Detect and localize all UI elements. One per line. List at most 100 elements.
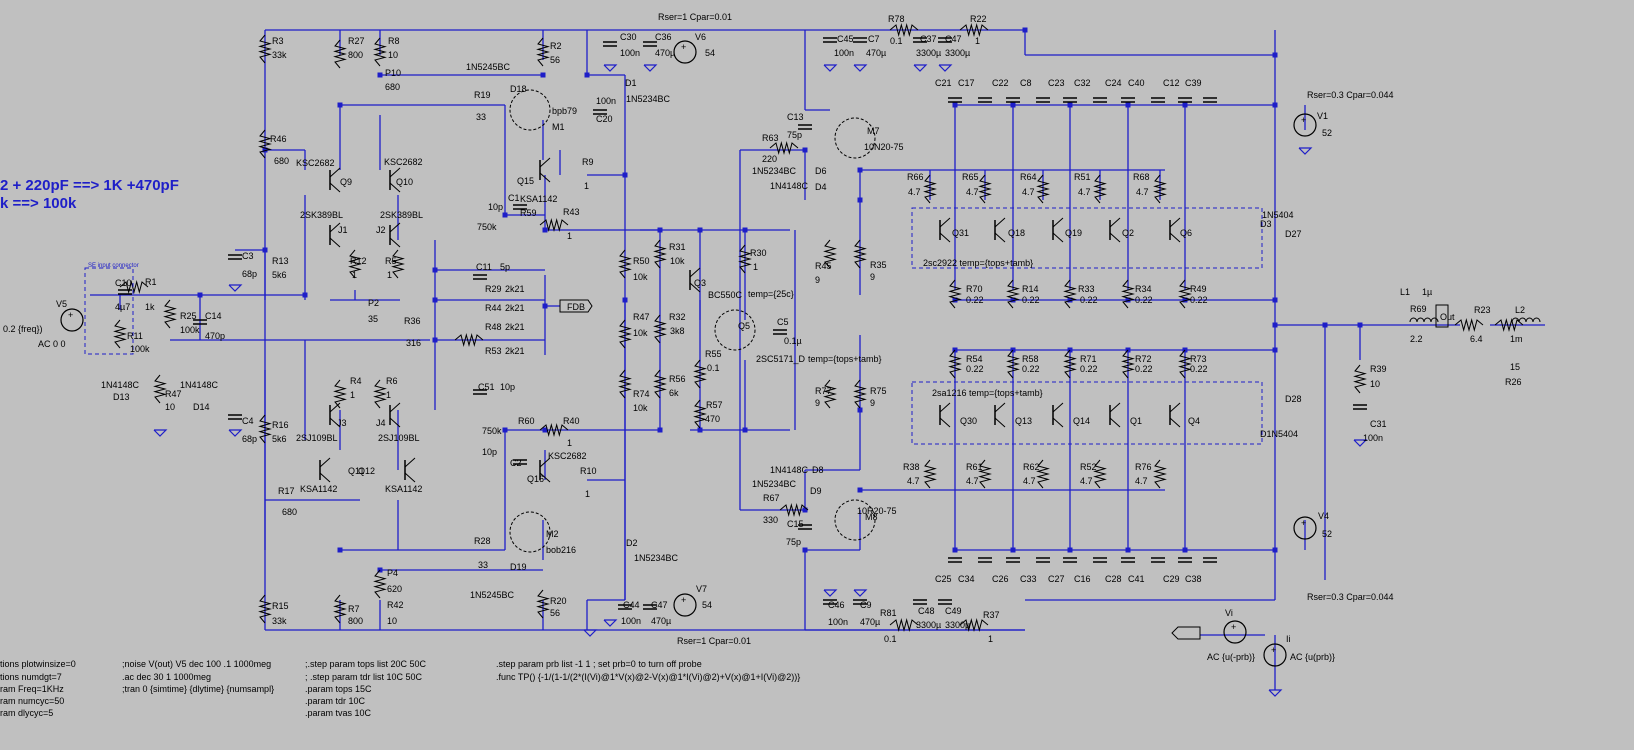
component-label: 0.22 [966,364,984,374]
component-label: 54 [702,600,712,610]
component-label: 470µ [651,616,671,626]
resistor-symbol [119,280,149,294]
component-label: Q4 [1188,416,1200,426]
component-label: KSA1142 [300,484,337,494]
component-label: 56 [550,608,560,618]
component-label: R7 [348,604,360,614]
resistor-symbol [1494,318,1524,332]
component-label: 10k [670,256,685,266]
junction-dot [1272,322,1278,328]
junction-dot [657,427,663,433]
component-label: R9 [582,157,594,167]
junction-dot [542,227,548,233]
component-label: KSC2682 [548,451,587,461]
junction-dot [432,337,438,343]
transistor-symbol [994,402,1006,413]
component-label: 1N5234BC [634,553,679,563]
component-label: 2SJ109BL [378,433,420,443]
component-label: D18 [510,84,527,94]
resistor-symbol [1063,349,1077,379]
component-label: R25 [180,311,197,321]
transistor-symbol [1052,232,1064,243]
component-label: V1 [1317,111,1328,121]
component-label: C47 [945,34,962,44]
junction-dot [697,227,703,233]
voltage-source-symbol [1263,643,1287,667]
component-label: R52 [1080,462,1097,472]
component-label: 750k [477,222,497,232]
component-label: 1 [585,489,590,499]
spice-directive: tions plotwinsize=0 [0,659,76,669]
resistor-symbol [1178,279,1192,309]
resistor-symbol [738,244,752,274]
component-label: Out [1440,312,1455,322]
component-label: 1N4148C [770,465,809,475]
junction-dot [857,167,863,173]
component-label: 0.22 [1135,364,1153,374]
ground-symbol [228,429,243,437]
component-label: 10k [633,403,648,413]
transistor-symbol [1169,417,1181,428]
junction-dot [697,427,703,433]
component-label: D8 [812,465,824,475]
component-label: FDB [567,302,585,312]
resistor-symbol [1036,174,1050,204]
component-label: 68p [242,434,257,444]
component-label: R71 [1080,354,1097,364]
component-label: R57 [706,400,723,410]
resistor-symbol [948,279,962,309]
component-label: C25 [935,574,952,584]
component-label: C20 [596,114,613,124]
ground-symbol [913,64,928,72]
component-label: C39 [1185,78,1202,88]
junction-dot [1067,102,1073,108]
junction-dot [377,72,383,78]
junction-dot [262,147,268,153]
component-label: 10k [633,272,648,282]
ground-symbol [603,619,618,627]
component-label: 2SK389BL [300,210,343,220]
transistor-symbol [539,472,551,483]
resistor-symbol [959,618,989,632]
component-label: bob216 [546,545,576,555]
resistor-symbol [653,239,667,269]
component-label: 2k21 [505,303,525,313]
transistor-symbol [994,217,1006,228]
component-label: 470 [705,414,720,424]
component-label: C40 [1128,78,1145,88]
resistor-symbol [1036,459,1050,489]
component-label: 100n [620,48,640,58]
component-label: 2k21 [505,346,525,356]
component-label: C13 [787,112,804,122]
voltage-source-symbol [60,308,84,332]
component-label: D1N5404 [1260,429,1298,439]
resistor-symbol [823,239,837,269]
component-label: AC {u(-prb)} [1207,652,1255,662]
junction-dot [802,507,808,513]
source-polarity: + [681,42,686,52]
transistor-symbol [389,237,401,248]
transistor-symbol [329,222,341,233]
component-label: J1 [338,225,348,235]
source-polarity: + [681,595,686,605]
source-polarity: + [1231,622,1236,632]
component-label: 4.7 [966,187,979,197]
component-label: D9 [810,486,822,496]
junction-dot [1010,297,1016,303]
transistor-symbol [389,222,401,233]
component-label: R70 [966,284,983,294]
component-label: C30 [620,32,637,42]
component-label: 10 [165,402,175,412]
component-label: 1 [387,270,392,280]
component-label: C38 [1185,574,1202,584]
component-label: 2k21 [505,284,525,294]
junction-dot [952,102,958,108]
component-label: temp={tops+tamb} [808,354,882,364]
resistor-symbol [978,174,992,204]
component-label: 4.7 [1080,476,1093,486]
component-label: 33k [272,616,287,626]
device-outline [509,89,551,131]
component-label: 6.4 [1470,334,1483,344]
